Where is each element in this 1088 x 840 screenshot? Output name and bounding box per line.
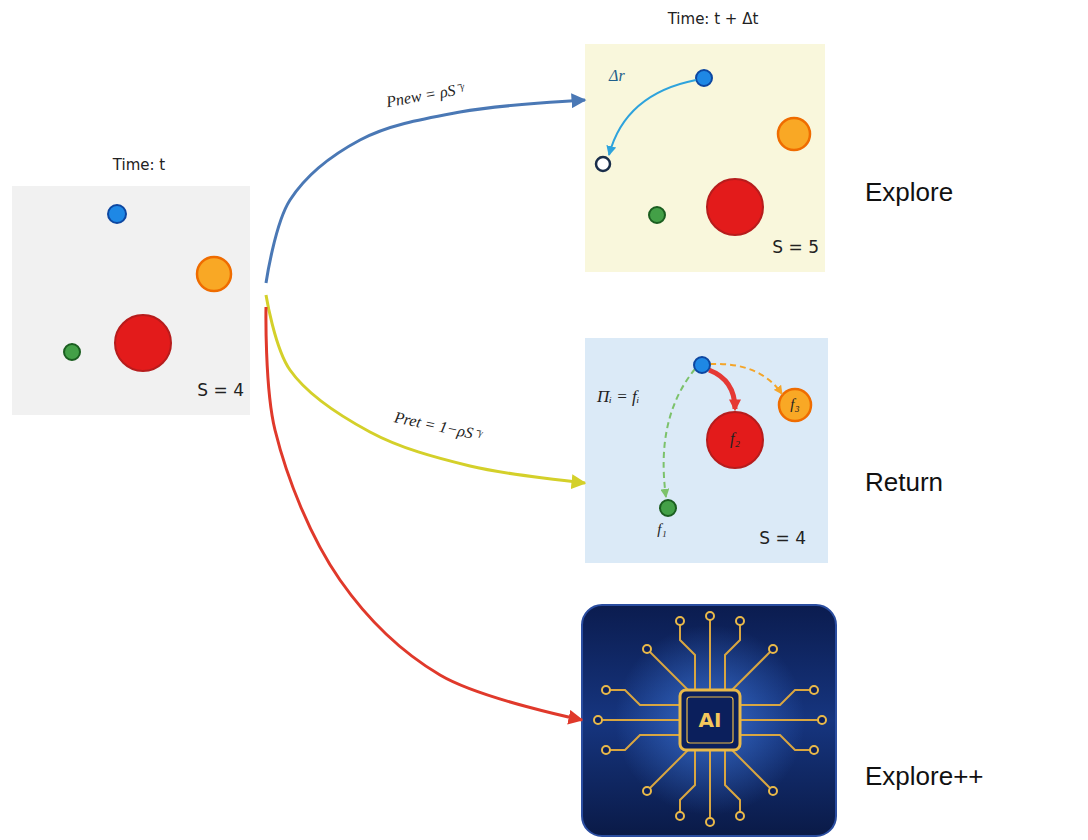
circuit-pad <box>769 787 777 795</box>
formula-label: Πᵢ = fᵢ <box>597 386 639 407</box>
location-dot <box>707 412 763 468</box>
return-arrow <box>710 364 782 394</box>
circuit-trace <box>610 690 680 705</box>
location-dot <box>108 205 126 223</box>
circuit-pad <box>602 746 610 754</box>
probability-label: Pret = 1−ρS⁻ᵞ <box>390 407 487 446</box>
circuit-pads <box>594 612 826 826</box>
state-count: S = 4 <box>759 528 806 549</box>
circuit-trace <box>680 750 695 812</box>
panel-ground <box>585 338 828 563</box>
circuit-trace <box>725 750 740 812</box>
circuit-trace <box>732 652 770 690</box>
circuit-pad <box>643 645 651 653</box>
circuit-trace <box>709 620 711 690</box>
circuit-pad <box>736 812 744 820</box>
ai-icon: AI <box>582 605 836 836</box>
transition-arrow <box>266 100 585 283</box>
return-arrow <box>709 370 735 409</box>
state-count: S = 5 <box>772 237 819 258</box>
circuit-trace <box>610 735 680 750</box>
chip-frame <box>687 697 733 743</box>
circuit-trace <box>740 690 810 705</box>
return-panel: Πᵢ = fᵢ f₃ f₂ f₁ S = 4 <box>585 338 828 563</box>
circuit-pad <box>706 818 714 826</box>
circuit-pad <box>736 617 744 625</box>
transition-arrow <box>266 307 582 720</box>
circuit-pad <box>818 716 826 724</box>
probability-label: Pnew = ρS⁻ᵞ <box>382 78 469 112</box>
time-label: Time: t + Δt <box>585 10 841 29</box>
explore-panel: Time: t + ΔtΔrS = 5 <box>585 44 841 272</box>
displacement-label: Δr <box>609 66 625 86</box>
section-label: Explore++ <box>865 761 984 792</box>
location-dot <box>707 179 763 235</box>
state-panel: Time: tS = 4 <box>12 186 266 415</box>
jump-arrow <box>609 80 696 155</box>
new-location <box>596 157 610 171</box>
circuit-pad <box>676 617 684 625</box>
location-dot <box>694 357 710 373</box>
panel-ground <box>585 44 825 272</box>
state-count: S = 4 <box>197 380 244 401</box>
location-dot <box>660 500 676 516</box>
location-dot <box>115 315 171 371</box>
circuit-trace <box>709 750 711 818</box>
circuit-trace <box>650 652 688 690</box>
frequency-label: f₂ <box>715 429 755 449</box>
circuit-pad <box>643 787 651 795</box>
circuit-trace <box>650 750 688 788</box>
circuit-pad <box>810 686 818 694</box>
transition-arrow <box>266 295 585 483</box>
ai-icon-glow <box>615 625 805 815</box>
circuit-pad <box>706 612 714 620</box>
ai-icon-ground <box>582 605 836 836</box>
panel-ground <box>12 186 250 415</box>
circuit-pad <box>594 716 602 724</box>
circuit-pad <box>676 812 684 820</box>
chip-body <box>680 690 740 750</box>
circuit-traces <box>602 620 818 818</box>
frequency-label: f₁ <box>649 519 675 539</box>
return-arrow <box>664 369 695 497</box>
circuit-trace <box>680 625 695 690</box>
circuit-trace <box>740 719 818 721</box>
icon-text: AI <box>695 708 725 732</box>
circuit-trace <box>732 750 770 788</box>
location-dot <box>64 344 80 360</box>
frequency-label: f₃ <box>775 394 815 414</box>
location-dot <box>197 257 231 291</box>
circuit-pad <box>602 686 610 694</box>
circuit-trace <box>725 625 740 690</box>
circuit-pad <box>769 645 777 653</box>
circuit-pad <box>810 746 818 754</box>
time-label: Time: t <box>12 156 266 175</box>
location-dot <box>649 207 665 223</box>
location-dot <box>778 118 810 150</box>
section-label: Return <box>865 467 943 498</box>
circuit-trace <box>602 719 680 721</box>
circuit-trace <box>740 735 810 750</box>
section-label: Explore <box>865 177 953 208</box>
location-dot <box>696 70 712 86</box>
